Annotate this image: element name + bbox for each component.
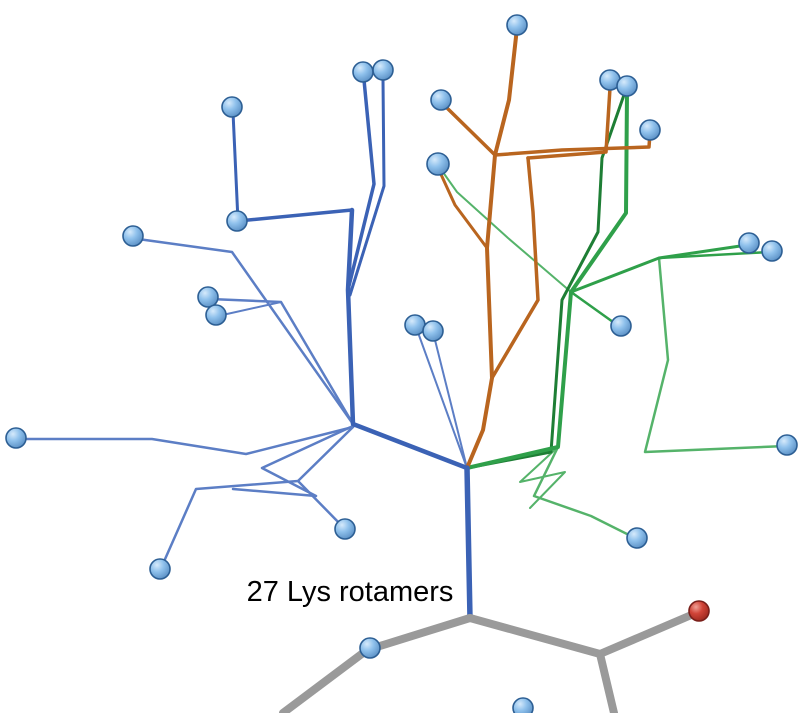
bond <box>236 208 354 223</box>
bond <box>217 301 282 317</box>
nitrogen-atom[interactable] <box>205 304 227 326</box>
bond <box>466 614 618 713</box>
nitrogen-atom[interactable] <box>5 427 27 449</box>
bond <box>532 445 639 541</box>
nitrogen-atom[interactable] <box>506 14 528 36</box>
bond <box>348 77 386 297</box>
nitrogen-atom[interactable] <box>426 152 450 176</box>
nitrogen-atom[interactable] <box>761 240 783 262</box>
bond <box>444 105 497 157</box>
rotamer-count-label: 27 Lys rotamers <box>247 576 454 608</box>
bond <box>231 424 355 498</box>
nitrogen-atom[interactable] <box>359 637 381 659</box>
bond <box>279 614 474 713</box>
nitrogen-atom[interactable] <box>422 320 444 342</box>
bond <box>22 425 355 456</box>
atoms-layer <box>5 14 798 713</box>
bond <box>439 167 572 293</box>
bond <box>526 86 612 160</box>
bonds-layer <box>22 26 788 713</box>
nitrogen-atom[interactable] <box>149 558 171 580</box>
bond <box>346 78 376 292</box>
bond <box>493 26 519 157</box>
nitrogen-atom[interactable] <box>512 697 534 713</box>
nitrogen-atom[interactable] <box>430 89 452 111</box>
nitrogen-atom[interactable] <box>616 75 638 97</box>
nitrogen-atom[interactable] <box>352 61 374 83</box>
bond <box>465 153 497 470</box>
bond <box>596 609 700 658</box>
nitrogen-atom[interactable] <box>738 232 760 254</box>
nitrogen-atom[interactable] <box>122 225 144 247</box>
nitrogen-atom[interactable] <box>226 210 248 232</box>
bond <box>136 237 355 426</box>
oxygen-atom[interactable] <box>688 600 710 622</box>
bond <box>415 326 468 469</box>
bond <box>465 90 629 470</box>
nitrogen-atom[interactable] <box>197 286 219 308</box>
nitrogen-atom[interactable] <box>610 315 632 337</box>
bond <box>490 156 540 380</box>
bond <box>296 479 346 530</box>
nitrogen-atom[interactable] <box>372 59 394 81</box>
bond <box>643 256 788 454</box>
nitrogen-atom[interactable] <box>626 527 648 549</box>
bond <box>464 465 473 621</box>
bond <box>437 168 489 250</box>
nitrogen-atom[interactable] <box>776 434 798 456</box>
bond <box>432 331 468 469</box>
bond <box>160 425 355 568</box>
nitrogen-atom[interactable] <box>639 119 661 141</box>
nitrogen-atom[interactable] <box>221 96 243 118</box>
bond <box>208 297 355 426</box>
bond <box>345 207 470 471</box>
bond <box>231 110 240 223</box>
nitrogen-atom[interactable] <box>334 518 356 540</box>
nitrogen-atom[interactable] <box>404 314 426 336</box>
